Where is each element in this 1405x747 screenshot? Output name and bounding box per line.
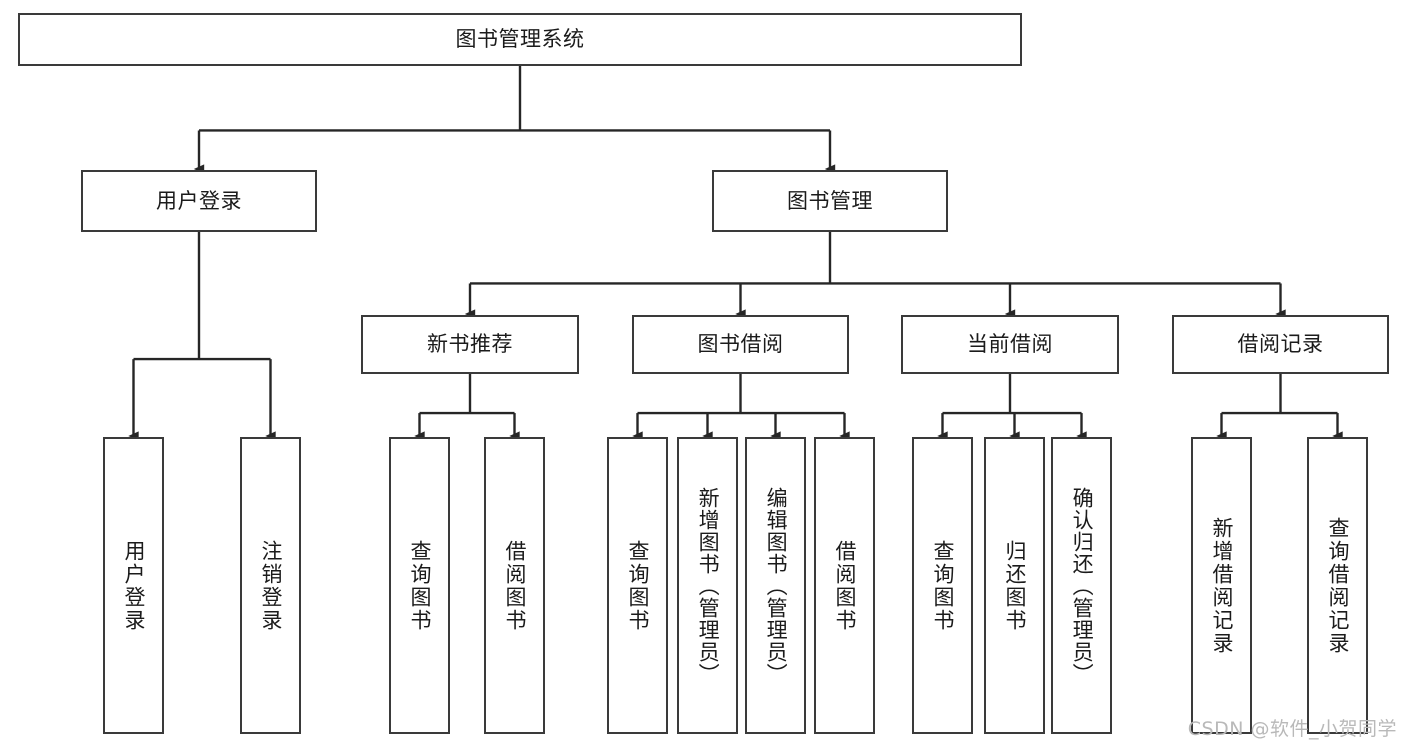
leaf-leaf-query-book-3[interactable]: 查询图书 xyxy=(912,437,973,734)
leaf-leaf-logout-login-label: 注销登录 xyxy=(258,539,283,632)
leaf-leaf-borrow-book-2[interactable]: 借阅图书 xyxy=(814,437,875,734)
leaf-leaf-add-book-admin-label: 新增图书（管理员） xyxy=(696,486,721,685)
leaf-leaf-user-login[interactable]: 用户登录 xyxy=(103,437,164,734)
node-borrow-record-label: 借阅记录 xyxy=(1237,332,1324,357)
leaf-leaf-edit-book-admin[interactable]: 编辑图书（管理员） xyxy=(745,437,806,734)
leaf-leaf-query-book-1-label: 查询图书 xyxy=(407,539,432,632)
node-book-manage-label: 图书管理 xyxy=(787,188,873,213)
node-book-manage[interactable]: 图书管理 xyxy=(712,170,948,232)
leaf-leaf-query-borrow-record-label: 查询借阅记录 xyxy=(1325,516,1350,655)
leaf-leaf-query-borrow-record[interactable]: 查询借阅记录 xyxy=(1307,437,1368,734)
leaf-leaf-borrow-book-1-label: 借阅图书 xyxy=(502,539,527,632)
leaf-leaf-query-book-2-label: 查询图书 xyxy=(625,539,650,632)
node-current-borrow[interactable]: 当前借阅 xyxy=(901,315,1119,374)
leaf-leaf-add-borrow-record-label: 新增借阅记录 xyxy=(1209,516,1234,655)
leaf-leaf-add-borrow-record[interactable]: 新增借阅记录 xyxy=(1191,437,1252,734)
leaf-leaf-user-login-label: 用户登录 xyxy=(121,539,146,632)
leaf-leaf-return-book[interactable]: 归还图书 xyxy=(984,437,1045,734)
leaf-leaf-add-book-admin[interactable]: 新增图书（管理员） xyxy=(677,437,738,734)
leaf-leaf-query-book-3-label: 查询图书 xyxy=(930,539,955,632)
leaf-leaf-return-book-label: 归还图书 xyxy=(1002,539,1027,632)
leaf-leaf-query-book-2[interactable]: 查询图书 xyxy=(607,437,668,734)
node-new-book-recommend[interactable]: 新书推荐 xyxy=(361,315,579,374)
watermark: CSDN @软件_小贺同学 xyxy=(1187,718,1397,740)
node-root[interactable]: 图书管理系统 xyxy=(18,13,1022,66)
node-user-login[interactable]: 用户登录 xyxy=(81,170,317,232)
node-current-borrow-label: 当前借阅 xyxy=(967,332,1053,357)
node-borrow-record[interactable]: 借阅记录 xyxy=(1172,315,1389,374)
leaf-leaf-logout-login[interactable]: 注销登录 xyxy=(240,437,301,734)
node-book-borrow[interactable]: 图书借阅 xyxy=(632,315,849,374)
leaf-leaf-borrow-book-2-label: 借阅图书 xyxy=(832,539,857,632)
node-user-login-label: 用户登录 xyxy=(156,188,242,213)
node-root-label: 图书管理系统 xyxy=(455,27,585,52)
node-new-book-recommend-label: 新书推荐 xyxy=(427,332,513,357)
leaf-leaf-confirm-return-admin[interactable]: 确认归还（管理员） xyxy=(1051,437,1112,734)
leaf-leaf-edit-book-admin-label: 编辑图书（管理员） xyxy=(764,486,789,685)
node-book-borrow-label: 图书借阅 xyxy=(697,332,784,357)
leaf-leaf-confirm-return-admin-label: 确认归还（管理员） xyxy=(1070,486,1095,685)
leaf-leaf-query-book-1[interactable]: 查询图书 xyxy=(389,437,450,734)
leaf-leaf-borrow-book-1[interactable]: 借阅图书 xyxy=(484,437,545,734)
